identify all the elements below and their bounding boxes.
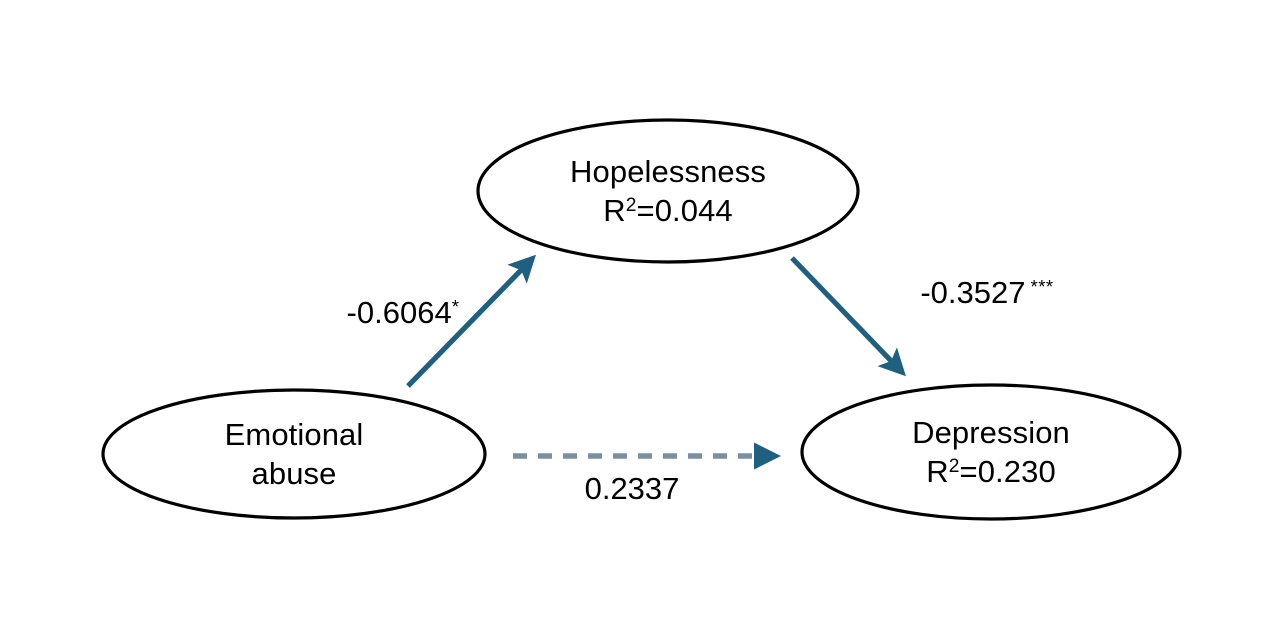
- edge-hopelessness-to-depression[interactable]: [790, 256, 906, 377]
- node-emotional-abuse[interactable]: [101, 388, 487, 520]
- edge-abuse-to-hopelessness[interactable]: [406, 254, 536, 388]
- node-hopelessness[interactable]: [476, 118, 860, 264]
- node-depression[interactable]: [800, 383, 1182, 521]
